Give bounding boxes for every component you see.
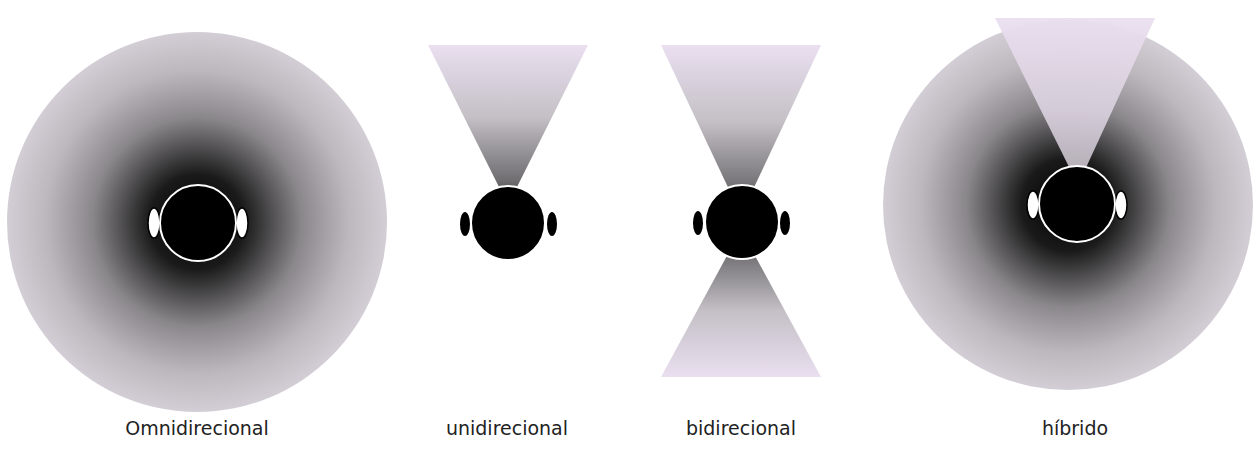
ear [547,212,557,236]
bi-pattern [661,45,821,377]
head [471,186,545,260]
pickup-field [428,45,588,205]
pattern-label: bidirecional [686,417,796,440]
ear [236,208,248,238]
hybrid-pattern [883,18,1253,390]
omni-pattern [7,32,387,412]
pickup-field [995,18,1155,185]
pattern-label: híbrido [1042,417,1108,440]
pattern-label: Omnidirecional [125,417,269,440]
ear [693,211,703,235]
ear [780,211,790,235]
head [160,185,236,261]
ear [1027,191,1039,219]
ear [148,208,160,238]
pickup-field [7,32,387,412]
head [705,185,779,259]
head [1039,166,1115,242]
pattern-label: unidirecional [446,417,568,440]
ear [460,212,470,236]
uni-pattern [428,45,588,260]
ear [1115,191,1127,219]
